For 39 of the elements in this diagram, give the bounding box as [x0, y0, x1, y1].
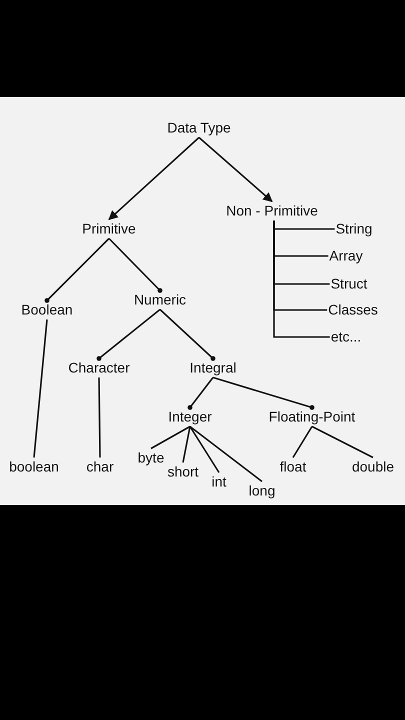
connector-line [96, 308, 160, 361]
node-label: Array [329, 248, 363, 264]
node-label: Integral [190, 360, 236, 376]
node-label: Primitive [82, 220, 136, 238]
connector-line [190, 426, 262, 482]
node-label: short [167, 464, 199, 480]
node-label: Classes [328, 302, 378, 318]
connector-line [189, 426, 220, 473]
branch-line [273, 220, 330, 338]
arrow [198, 136, 273, 202]
node-label: Integer [168, 408, 212, 426]
connector-line [292, 426, 313, 458]
connector-line [212, 376, 314, 410]
connector-line [188, 377, 214, 410]
node-label: Non - Primitive [226, 202, 318, 220]
node-label: Character [68, 360, 130, 376]
node-label: int [212, 474, 226, 490]
connector-line [33, 319, 48, 458]
connector-line [182, 426, 191, 463]
connector-line [98, 377, 101, 458]
node-label: char [86, 458, 114, 476]
node-label: double [352, 458, 394, 476]
node-label: Struct [330, 276, 368, 292]
connector-line [312, 426, 374, 458]
connector-line [108, 238, 162, 293]
node-label: Boolean [21, 302, 73, 318]
connector-line [150, 426, 190, 450]
arrow [108, 136, 200, 220]
connector-line [44, 238, 110, 303]
node-label: boolean [9, 458, 59, 476]
node-label: float [280, 458, 306, 476]
node-label: Data Type [167, 120, 231, 136]
connector-line [159, 308, 216, 361]
node-label: Floating-Point [268, 408, 356, 426]
node-label: long [248, 482, 276, 500]
node-label: etc... [330, 328, 362, 346]
node-label: String [336, 220, 372, 238]
node-label: Numeric [134, 292, 186, 308]
node-label: byte [138, 450, 164, 466]
